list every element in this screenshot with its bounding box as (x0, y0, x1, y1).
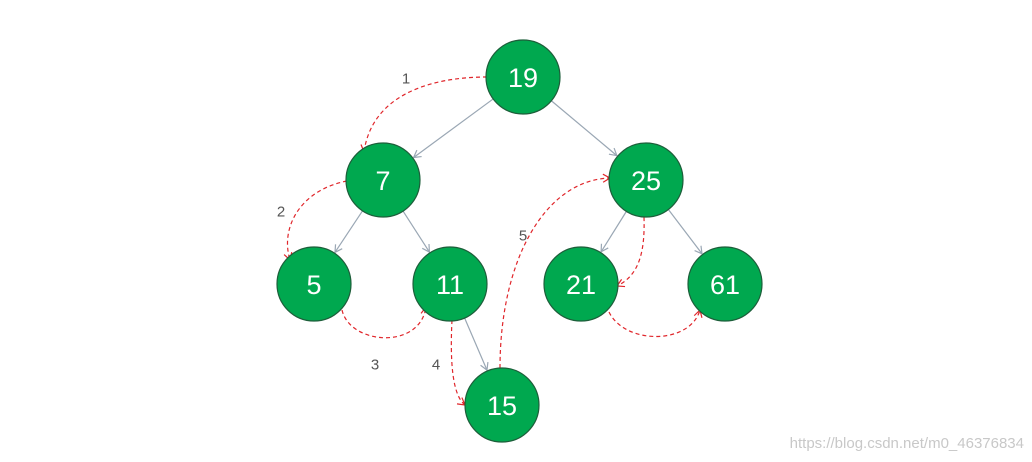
tree-node-label: 11 (436, 270, 464, 300)
traversal-step-label: 2 (277, 204, 285, 221)
tree-node-7: 7 (345, 142, 421, 218)
tree-node-circle (345, 142, 421, 218)
traversal-step-label: 3 (371, 357, 379, 374)
traversal-step-label: 1 (402, 71, 410, 88)
tree-node-circle (543, 246, 619, 322)
tree-node-circle (608, 142, 684, 218)
tree-node-circle (464, 367, 540, 443)
traversal-step-4-arrow (450, 319, 466, 406)
watermark-text: https://blog.csdn.net/m0_46376834 (789, 435, 1024, 452)
tree-node-25: 25 (608, 142, 684, 218)
tree-edge-7-11 (402, 210, 431, 254)
traversal-step-extra-6-arrow (608, 308, 703, 338)
tree-node-61: 61 (687, 246, 763, 322)
tree-node-label: 15 (487, 391, 517, 421)
tree-edge-7-5 (334, 210, 364, 254)
tree-edge-25-61 (667, 209, 703, 255)
traversal-step-1-arrow (360, 76, 488, 154)
tree-node-circle (687, 246, 763, 322)
traversal-step-label: 5 (519, 228, 527, 245)
tree-node-label: 25 (631, 166, 661, 196)
tree-node-circle (485, 39, 561, 115)
tree-edge-25-21 (600, 211, 627, 253)
traversal-step-3-arrow (341, 305, 430, 339)
tree-node-15: 15 (464, 367, 540, 443)
tree-node-11: 11 (412, 246, 488, 322)
tree-node-label: 61 (710, 270, 740, 300)
traversal-step-2-arrow (283, 180, 348, 262)
tree-edge-19-25 (550, 100, 618, 157)
tree-node-19: 19 (485, 39, 561, 115)
tree-node-21: 21 (543, 246, 619, 322)
tree-node-5: 5 (276, 246, 352, 322)
tree-edge-19-7 (412, 98, 494, 159)
traversal-step-extra-5-arrow (615, 216, 645, 288)
tree-node-label: 19 (508, 63, 538, 93)
tree-node-label: 5 (306, 270, 321, 300)
tree-node-circle (412, 246, 488, 322)
traversal-step-label: 4 (432, 357, 440, 374)
tree-node-label: 21 (566, 270, 596, 300)
tree-edge-11-15 (464, 317, 489, 372)
tree-node-label: 7 (375, 166, 390, 196)
tree-node-circle (276, 246, 352, 322)
